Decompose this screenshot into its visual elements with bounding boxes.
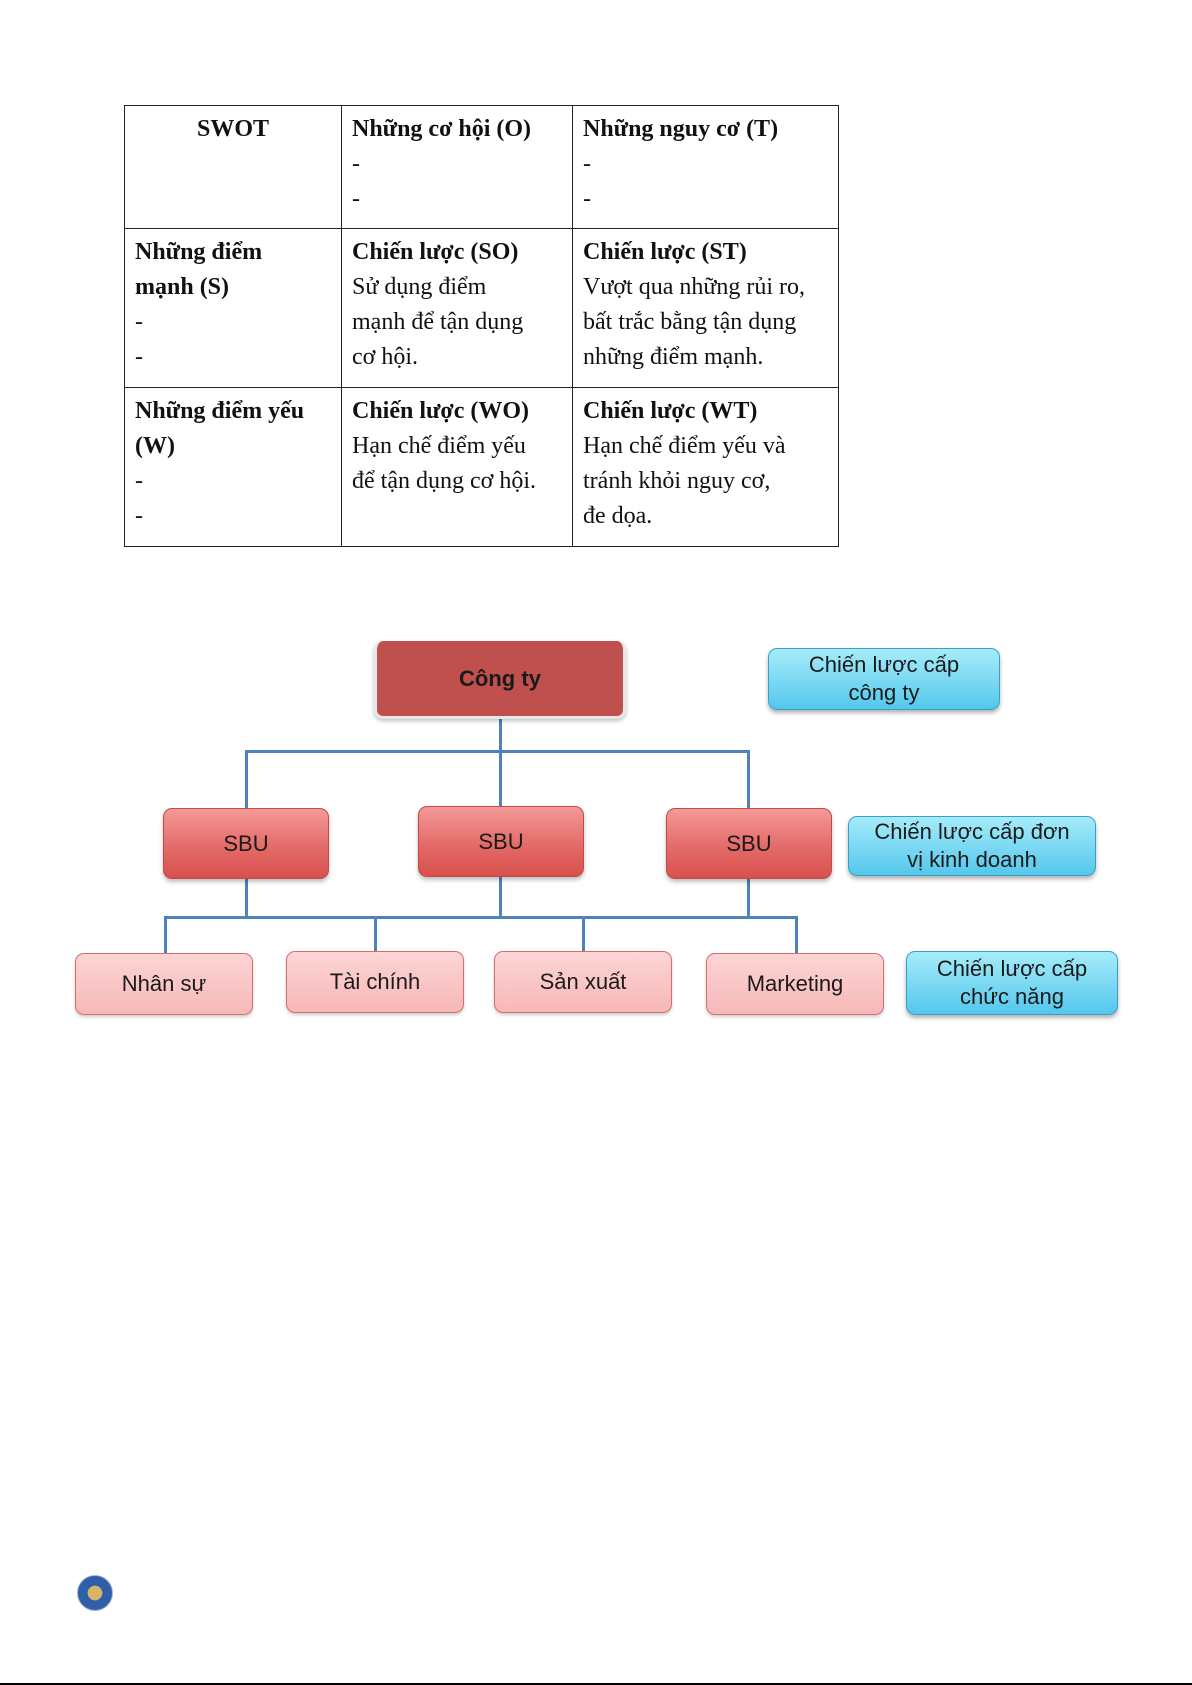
opportunity-item: -	[352, 151, 360, 177]
level-label-business: Chiến lược cấp đơn vị kinh doanh	[848, 816, 1096, 876]
so-strategy-text: Sử dụng điểm	[352, 274, 487, 300]
level-label-line: Chiến lược cấp	[808, 652, 960, 677]
connector-line	[499, 877, 502, 919]
wt-strategy-title: Chiến lược (WT)	[583, 398, 758, 424]
level-label-functional: Chiến lược cấp chức năng	[906, 951, 1118, 1015]
footer-divider	[0, 1683, 1192, 1685]
wo-strategy-text: để tận dụng cơ hội.	[352, 468, 536, 494]
connector-line	[164, 916, 798, 919]
opportunity-item: -	[352, 186, 360, 212]
function-label: Sản xuất	[539, 969, 627, 994]
sbu-label: SBU	[726, 830, 772, 856]
so-strategy-title: Chiến lược (SO)	[352, 239, 519, 265]
level-label-line: Chiến lược cấp đơn	[874, 819, 1070, 844]
swot-header-row: SWOT Những cơ hội (O) - - Những nguy cơ …	[124, 105, 839, 229]
swot-corner-cell: SWOT	[124, 105, 342, 229]
threats-header-cell: Những nguy cơ (T) - -	[572, 105, 839, 229]
sbu-node: SBU	[666, 808, 832, 879]
st-strategy-cell: Chiến lược (ST) Vượt qua những rủi ro, b…	[572, 228, 839, 388]
weaknesses-label-cell: Những điểm yếu (W) - -	[124, 387, 342, 547]
wo-strategy-text: Hạn chế điểm yếu	[352, 433, 526, 459]
connector-line	[245, 879, 248, 919]
st-strategy-text: những điểm mạnh.	[583, 344, 764, 370]
opportunities-header-cell: Những cơ hội (O) - -	[341, 105, 573, 229]
function-node-marketing: Marketing	[706, 953, 884, 1015]
so-strategy-text: cơ hội.	[352, 344, 419, 370]
wt-strategy-text: Hạn chế điểm yếu và	[583, 433, 786, 459]
connector-line	[499, 719, 502, 814]
strengths-label-line: mạnh (S)	[135, 274, 230, 300]
threat-item: -	[583, 186, 591, 212]
weaknesses-label-line: Những điểm yếu	[135, 398, 305, 424]
level-label-corporate: Chiến lược cấp công ty	[768, 648, 1000, 710]
level-label-line: công ty	[848, 680, 920, 705]
wt-strategy-text: đe dọa.	[583, 503, 653, 529]
sbu-label: SBU	[223, 830, 269, 856]
function-label: Nhân sự	[121, 971, 207, 996]
swot-table: SWOT Những cơ hội (O) - - Những nguy cơ …	[124, 105, 839, 547]
connector-line	[245, 750, 248, 808]
st-strategy-text: bất trắc bằng tận dụng	[583, 309, 797, 335]
connector-line	[795, 916, 798, 953]
university-logo-icon	[77, 1575, 113, 1611]
connector-line	[245, 750, 750, 753]
swot-corner-label: SWOT	[196, 116, 270, 142]
st-strategy-text: Vượt qua những rủi ro,	[583, 274, 806, 300]
function-node-production: Sản xuất	[494, 951, 672, 1013]
level-label-line: Chiến lược cấp	[936, 956, 1088, 981]
weaknesses-label-line: (W)	[135, 433, 175, 459]
weaknesses-row: Những điểm yếu (W) - - Chiến lược (WO) H…	[124, 387, 839, 547]
wt-strategy-text: tránh khỏi nguy cơ,	[583, 468, 771, 494]
company-label: Công ty	[459, 665, 541, 691]
so-strategy-cell: Chiến lược (SO) Sử dụng điểm mạnh để tận…	[341, 228, 573, 388]
strengths-label-cell: Những điểm mạnh (S) - -	[124, 228, 342, 388]
strength-item: -	[135, 344, 143, 370]
wt-strategy-cell: Chiến lược (WT) Hạn chế điểm yếu và trán…	[572, 387, 839, 547]
connector-line	[747, 750, 750, 808]
connector-line	[747, 879, 750, 919]
function-node-hr: Nhân sự	[75, 953, 253, 1015]
company-node: Công ty	[374, 641, 626, 719]
level-label-line: chức năng	[959, 984, 1065, 1009]
strength-item: -	[135, 309, 143, 335]
connector-line	[164, 916, 167, 953]
level-label-line: vị kinh doanh	[907, 847, 1037, 872]
threats-title: Những nguy cơ (T)	[583, 116, 779, 142]
sbu-node: SBU	[418, 806, 584, 877]
function-node-finance: Tài chính	[286, 951, 464, 1013]
connector-line	[582, 916, 585, 953]
function-label: Tài chính	[329, 969, 421, 994]
so-strategy-text: mạnh để tận dụng	[352, 309, 524, 335]
strengths-label-line: Những điểm	[135, 239, 263, 265]
strengths-row: Những điểm mạnh (S) - - Chiến lược (SO) …	[124, 228, 839, 388]
threat-item: -	[583, 151, 591, 177]
wo-strategy-title: Chiến lược (WO)	[352, 398, 530, 424]
opportunities-title: Những cơ hội (O)	[352, 116, 532, 142]
weakness-item: -	[135, 468, 143, 494]
st-strategy-title: Chiến lược (ST)	[583, 239, 747, 265]
weakness-item: -	[135, 503, 143, 529]
sbu-label: SBU	[478, 828, 524, 854]
wo-strategy-cell: Chiến lược (WO) Hạn chế điểm yếu để tận …	[341, 387, 573, 547]
sbu-node: SBU	[163, 808, 329, 879]
function-label: Marketing	[746, 971, 844, 996]
connector-line	[374, 916, 377, 953]
